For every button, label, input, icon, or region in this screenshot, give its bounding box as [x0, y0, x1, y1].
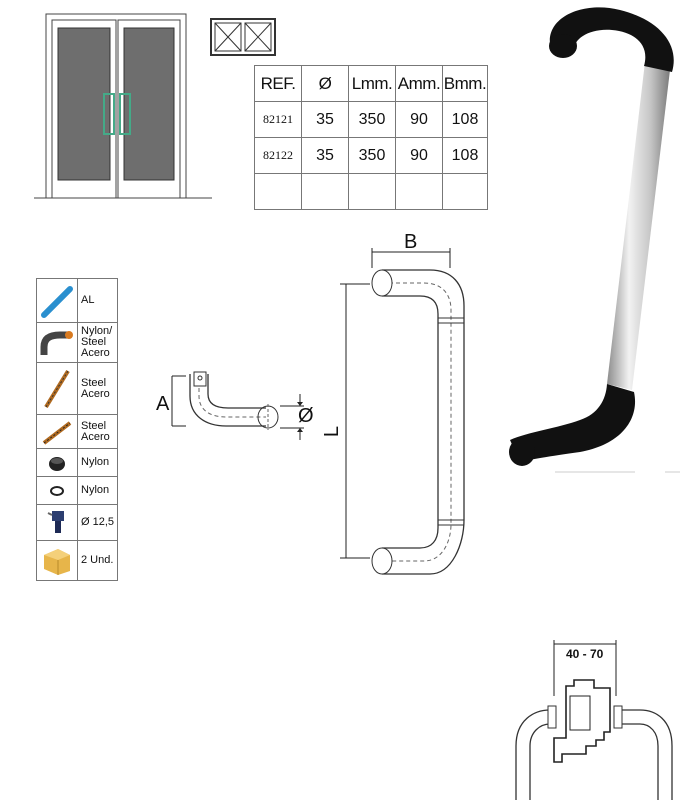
table-row: 82122 35 350 90 108 [254, 137, 488, 174]
material-label: Steel Acero [77, 414, 118, 449]
cell-length: 350 [348, 137, 396, 174]
table-row-empty [254, 173, 488, 210]
dimension-label-a: A [156, 393, 170, 415]
material-label: Nylon [77, 448, 118, 477]
cell-a: 90 [395, 101, 443, 138]
table-row: 82121 35 350 90 108 [254, 101, 488, 138]
aluminium-tube-icon [36, 278, 78, 323]
dimension-label-b: B [404, 231, 418, 253]
profile-section-drawing [515, 640, 673, 800]
dimension-label-l: L [321, 425, 344, 438]
list-item: Steel Acero [36, 362, 118, 415]
material-label: AL [77, 278, 118, 323]
door-plan-icon [210, 18, 276, 56]
box-icon [36, 540, 78, 581]
list-item: Nylon/ Steel Acero [36, 322, 118, 363]
cell-b: 108 [442, 137, 488, 174]
list-item: AL [36, 278, 118, 323]
header-diameter: Ø [301, 65, 349, 102]
profile-range-label: 40 - 70 [566, 647, 604, 661]
door-elevation-drawing [34, 13, 212, 199]
list-item: Ø 12,5 [36, 504, 118, 541]
spec-table: REF. Ø Lmm. Amm. Bmm. 82121 35 350 90 10… [254, 65, 488, 210]
header-b: Bmm. [442, 65, 488, 102]
header-ref: REF. [254, 65, 302, 102]
spec-header-row: REF. Ø Lmm. Amm. Bmm. [254, 65, 488, 102]
cell-diameter: 35 [301, 101, 349, 138]
drill-icon [36, 504, 78, 541]
material-label: Nylon [77, 476, 118, 505]
header-length: Lmm. [348, 65, 396, 102]
cell-ref: 82122 [254, 137, 302, 174]
materials-table: AL Nylon/ Steel Acero Steel Acero Steel … [36, 278, 118, 581]
cap-icon [36, 448, 78, 477]
list-item: 2 Und. [36, 540, 118, 581]
cell-ref: 82121 [254, 101, 302, 138]
material-label: Ø 12,5 [77, 504, 118, 541]
cell-b: 108 [442, 101, 488, 138]
list-item: Nylon [36, 448, 118, 477]
list-item: Steel Acero [36, 414, 118, 449]
cell-length: 350 [348, 101, 396, 138]
material-label: Nylon/ Steel Acero [77, 322, 118, 363]
list-item: Nylon [36, 476, 118, 505]
cell-diameter: 35 [301, 137, 349, 174]
ring-icon [36, 476, 78, 505]
header-a: Amm. [395, 65, 443, 102]
material-label: Steel Acero [77, 362, 118, 415]
front-handle-drawing [340, 248, 465, 575]
threaded-rod-icon [36, 362, 78, 415]
dimension-label-diameter: Ø [298, 405, 314, 427]
cell-a: 90 [395, 137, 443, 174]
side-profile-drawing [171, 371, 304, 440]
handle-3d-render [509, 7, 680, 473]
elbow-icon [36, 322, 78, 363]
material-label: 2 Und. [77, 540, 118, 581]
screw-icon [36, 414, 78, 449]
